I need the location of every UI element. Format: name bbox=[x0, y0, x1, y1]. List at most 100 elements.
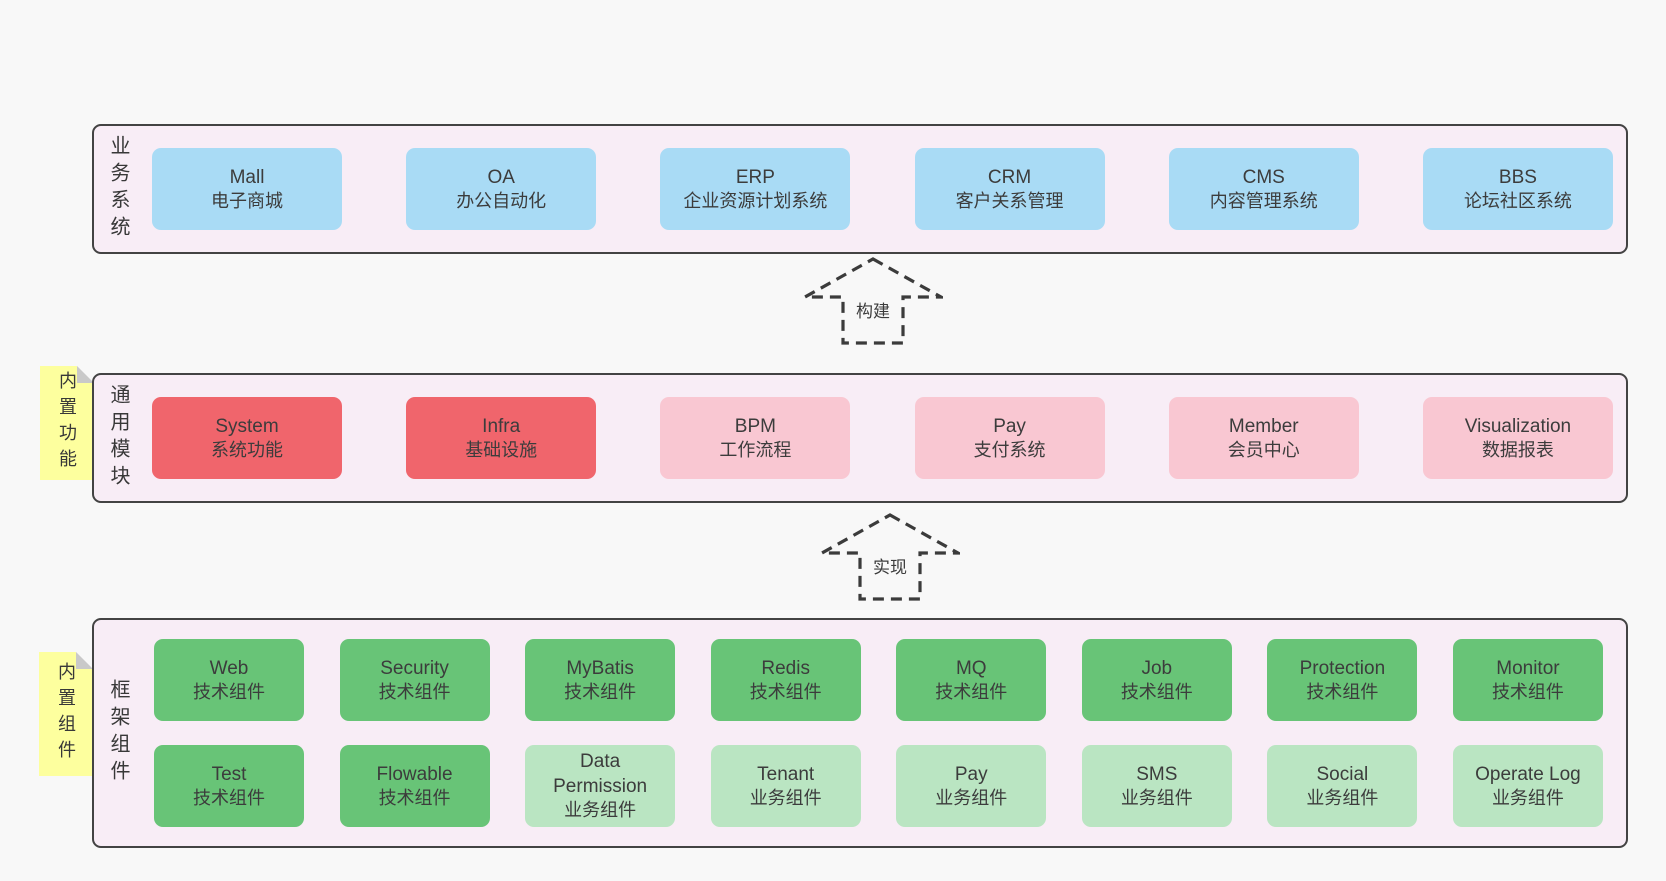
band-label-column: 通用模块 bbox=[94, 375, 142, 501]
band-label-column: 业务系统 bbox=[94, 126, 142, 252]
box-subtitle: 客户关系管理 bbox=[955, 190, 1064, 211]
box-title: ERP bbox=[735, 166, 775, 188]
box-subtitle: 技术组件 bbox=[193, 787, 265, 808]
box-subtitle: 业务组件 bbox=[1306, 787, 1379, 808]
box-title: Data Permission bbox=[553, 751, 648, 798]
box-title: OA bbox=[487, 166, 515, 188]
fold-corner-icon bbox=[76, 652, 93, 669]
box-visualization: Visualization 数据报表 bbox=[1422, 397, 1613, 479]
box-title: Test bbox=[211, 763, 247, 785]
box-sms: SMS 业务组件 bbox=[1081, 745, 1232, 827]
sticky-label: 内置功能 bbox=[57, 371, 77, 475]
box-title: CRM bbox=[987, 166, 1032, 188]
box-subtitle: 基础设施 bbox=[465, 439, 538, 460]
box-bbs: BBS 论坛社区系统 bbox=[1422, 148, 1613, 230]
box-subtitle: 会员中心 bbox=[1227, 439, 1300, 460]
box-subtitle: 技术组件 bbox=[1491, 681, 1564, 702]
box-subtitle: 办公自动化 bbox=[456, 190, 547, 211]
band-label-common-modules: 通用模块 bbox=[107, 384, 129, 492]
box-social: Social 业务组件 bbox=[1267, 745, 1418, 827]
box-erp: ERP 企业资源计划系统 bbox=[660, 148, 851, 230]
box-title: Operate Log bbox=[1475, 763, 1581, 785]
sticky-label: 内置组件 bbox=[56, 662, 76, 766]
box-bpm: BPM 工作流程 bbox=[660, 397, 851, 479]
box-subtitle: 系统功能 bbox=[211, 439, 283, 460]
box-title: Infra bbox=[482, 415, 521, 437]
box-title: MQ bbox=[955, 657, 987, 679]
box-protection: Protection 技术组件 bbox=[1267, 639, 1418, 721]
box-system: System 系统功能 bbox=[152, 397, 342, 479]
box-subtitle: 技术组件 bbox=[749, 681, 822, 702]
box-title: Visualization bbox=[1464, 415, 1572, 437]
band-business-systems: 业务系统 Mall 电子商城 OA 办公自动化 ERP 企业资源计划系统 CRM… bbox=[92, 124, 1628, 254]
box-subtitle: 电子商城 bbox=[211, 190, 283, 211]
box-subtitle: 技术组件 bbox=[564, 681, 637, 702]
arrow-label: 构建 bbox=[856, 302, 890, 321]
box-title: SMS bbox=[1136, 763, 1178, 785]
box-subtitle: 业务组件 bbox=[1120, 787, 1193, 808]
box-title: Flowable bbox=[376, 763, 453, 785]
box-cms: CMS 内容管理系统 bbox=[1168, 148, 1359, 230]
box-title: Tenant bbox=[757, 763, 815, 785]
business-boxes-row: Mall 电子商城 OA 办公自动化 ERP 企业资源计划系统 CRM 客户关系… bbox=[142, 126, 1626, 252]
arrow-build: 构建 bbox=[803, 257, 943, 347]
box-title: Member bbox=[1228, 415, 1299, 437]
box-title: Pay bbox=[954, 763, 988, 785]
band-label-framework-components: 框架组件 bbox=[107, 679, 129, 787]
box-oa: OA 办公自动化 bbox=[406, 148, 597, 230]
box-subtitle: 技术组件 bbox=[935, 681, 1008, 702]
box-subtitle: 业务组件 bbox=[935, 787, 1008, 808]
box-infra: Infra 基础设施 bbox=[406, 397, 597, 479]
box-monitor: Monitor 技术组件 bbox=[1452, 639, 1603, 721]
box-flowable: Flowable 技术组件 bbox=[339, 745, 490, 827]
box-title: Mall bbox=[229, 166, 265, 188]
box-subtitle: 技术组件 bbox=[193, 681, 265, 702]
band-label-business-systems: 业务系统 bbox=[107, 135, 129, 243]
box-title: Pay bbox=[993, 415, 1026, 437]
box-job: Job 技术组件 bbox=[1081, 639, 1232, 721]
band-common-modules: 通用模块 System 系统功能 Infra 基础设施 BPM 工作流程 Pay… bbox=[92, 373, 1628, 503]
box-title: CMS bbox=[1242, 166, 1285, 188]
box-title: Redis bbox=[761, 657, 810, 679]
box-subtitle: 业务组件 bbox=[1491, 787, 1564, 808]
box-test: Test 技术组件 bbox=[154, 745, 304, 827]
box-title: Monitor bbox=[1496, 657, 1560, 679]
box-title: BBS bbox=[1498, 166, 1537, 188]
box-mall: Mall 电子商城 bbox=[152, 148, 342, 230]
box-subtitle: 业务组件 bbox=[564, 800, 637, 821]
box-data-permission: Data Permission 业务组件 bbox=[525, 745, 676, 827]
box-title: Web bbox=[209, 657, 249, 679]
band-framework-components: 框架组件 Web 技术组件 Security 技术组件 MyBatis 技术组件… bbox=[92, 618, 1628, 848]
box-mq: MQ 技术组件 bbox=[896, 639, 1047, 721]
sticky-built-in-components: 内置组件 bbox=[39, 652, 93, 776]
box-mybatis: MyBatis 技术组件 bbox=[525, 639, 676, 721]
box-title: MyBatis bbox=[566, 657, 634, 679]
box-title: Security bbox=[380, 657, 449, 679]
band-label-column: 框架组件 bbox=[94, 620, 142, 846]
box-subtitle: 工作流程 bbox=[719, 439, 792, 460]
box-operate-log: Operate Log 业务组件 bbox=[1452, 745, 1603, 827]
box-title: Social bbox=[1316, 763, 1369, 785]
box-security: Security 技术组件 bbox=[339, 639, 490, 721]
box-subtitle: 技术组件 bbox=[378, 681, 451, 702]
box-subtitle: 数据报表 bbox=[1481, 439, 1554, 460]
box-subtitle: 企业资源计划系统 bbox=[683, 190, 828, 211]
box-pay-component: Pay 业务组件 bbox=[896, 745, 1047, 827]
module-boxes-row: System 系统功能 Infra 基础设施 BPM 工作流程 Pay 支付系统… bbox=[142, 375, 1626, 501]
box-subtitle: 业务组件 bbox=[749, 787, 822, 808]
box-title: BPM bbox=[734, 415, 776, 437]
box-title: Job bbox=[1141, 657, 1173, 679]
arrow-implement: 实现 bbox=[820, 513, 960, 603]
fold-corner-icon bbox=[77, 366, 94, 383]
box-pay-module: Pay 支付系统 bbox=[914, 397, 1105, 479]
box-title: Protection bbox=[1299, 657, 1386, 679]
box-web: Web 技术组件 bbox=[154, 639, 304, 721]
box-subtitle: 技术组件 bbox=[1306, 681, 1379, 702]
component-boxes-grid: Web 技术组件 Security 技术组件 MyBatis 技术组件 Redi… bbox=[142, 620, 1626, 846]
arrow-label: 实现 bbox=[873, 558, 907, 577]
box-member: Member 会员中心 bbox=[1168, 397, 1359, 479]
box-subtitle: 内容管理系统 bbox=[1209, 190, 1318, 211]
box-tenant: Tenant 业务组件 bbox=[710, 745, 861, 827]
sticky-built-in-features: 内置功能 bbox=[40, 366, 94, 480]
box-subtitle: 支付系统 bbox=[973, 439, 1046, 460]
